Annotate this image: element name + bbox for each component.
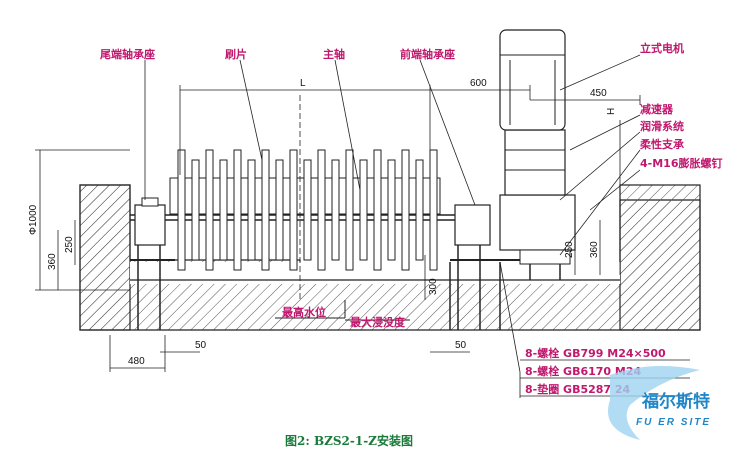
reducer-label: 减速器 bbox=[640, 102, 674, 116]
dim-L: L bbox=[300, 78, 306, 89]
flexible-support bbox=[519, 249, 571, 280]
dim-50-right: 50 bbox=[455, 340, 467, 351]
vertical-motor bbox=[499, 29, 566, 131]
lubrication-label: 润滑系统 bbox=[640, 119, 684, 133]
expansion-bolt-label: 4-M16膨胀螺钉 bbox=[640, 156, 722, 170]
brush-plate bbox=[359, 159, 368, 261]
foundation bbox=[79, 184, 701, 331]
front-bearing-label: 前端轴承座 bbox=[400, 47, 455, 61]
anchor-bolts bbox=[449, 262, 501, 330]
dim-360-left: 360 bbox=[47, 253, 58, 270]
reducer bbox=[499, 129, 576, 251]
brush-plate bbox=[317, 149, 326, 271]
front-bearing-seat bbox=[450, 204, 520, 330]
brush-plate bbox=[247, 159, 256, 261]
brush-plate bbox=[289, 149, 298, 271]
dim-H: H bbox=[606, 108, 617, 115]
motor-label: 立式电机 bbox=[640, 41, 684, 55]
brush-plate bbox=[191, 159, 200, 261]
max-immersion-label: 最大浸没度 bbox=[350, 315, 406, 329]
brush-plate bbox=[177, 149, 186, 271]
logo-text-cn: 福尔斯特 bbox=[641, 391, 710, 412]
dim-250-left: 250 bbox=[64, 236, 75, 253]
dim-50-left: 50 bbox=[195, 340, 207, 351]
dim-300: 300 bbox=[428, 278, 439, 295]
brush-plate bbox=[415, 159, 424, 261]
brush-plate bbox=[373, 149, 382, 271]
tail-bearing-seat bbox=[130, 197, 175, 330]
main-shaft-label: 主轴 bbox=[323, 47, 345, 61]
dim-480: 480 bbox=[128, 356, 145, 367]
brush-plate bbox=[401, 149, 410, 271]
brush-plate bbox=[345, 149, 354, 271]
dim-600: 600 bbox=[470, 78, 487, 89]
flexible-support-label: 柔性支承 bbox=[639, 137, 685, 151]
brush-plate bbox=[219, 159, 228, 261]
brush-plate bbox=[303, 159, 312, 261]
water-level-marks bbox=[275, 300, 410, 321]
brush-drum bbox=[130, 95, 470, 300]
dim-360-right: 360 bbox=[589, 241, 600, 258]
parts-list-item: 8-垫圈 GB5287 24 bbox=[525, 382, 631, 396]
dimension-lines bbox=[35, 85, 641, 372]
brush-plate bbox=[331, 159, 340, 261]
brush-label: 刷片 bbox=[225, 47, 247, 61]
dim-450: 450 bbox=[590, 88, 607, 99]
brush-plate bbox=[233, 149, 242, 271]
brush-plate bbox=[429, 149, 438, 271]
brush-plate bbox=[275, 159, 284, 261]
dim-250-right: 250 bbox=[564, 241, 575, 258]
logo-text-en: FU ER SITE bbox=[636, 417, 711, 428]
parts-list-item: 8-螺栓 GB799 M24×500 bbox=[525, 346, 666, 360]
leader-lines bbox=[144, 54, 690, 398]
brush-plate bbox=[261, 149, 270, 271]
brush-plate bbox=[205, 149, 214, 271]
figure-caption: 图2: BZS2-1-Z安装图 bbox=[285, 433, 413, 448]
tail-bearing-label: 尾端轴承座 bbox=[99, 47, 155, 61]
company-logo: 福尔斯特 FU ER SITE bbox=[608, 366, 711, 440]
max-water-level-label: 最高水位 bbox=[282, 305, 326, 319]
dim-phi1000: Φ1000 bbox=[28, 204, 39, 235]
brush-plate bbox=[387, 159, 396, 261]
